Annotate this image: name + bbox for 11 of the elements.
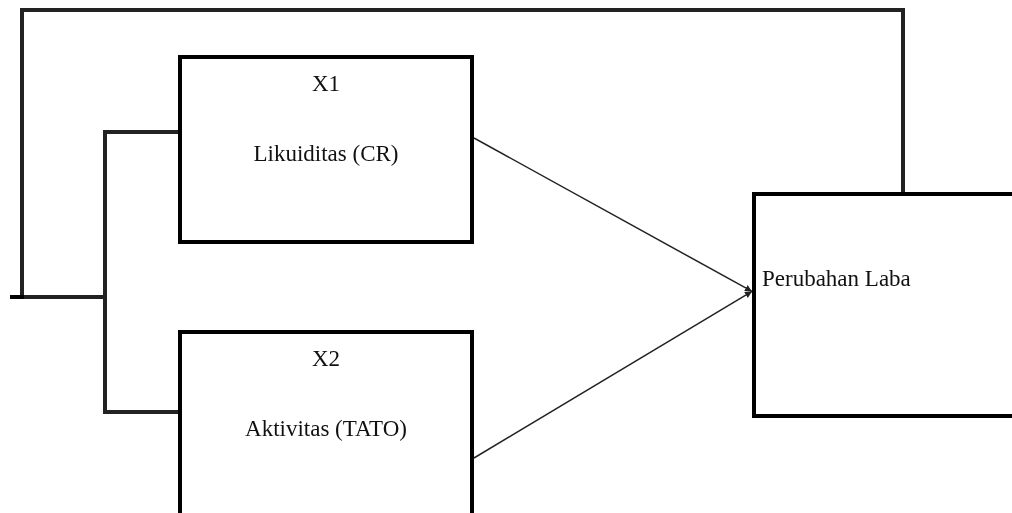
box-label: Likuiditas (CR) [253,141,399,167]
variable-label: X2 [311,346,341,372]
process-box [752,192,1012,418]
variable-label: X1 [311,71,341,97]
connector-line [20,8,905,414]
process-box [178,330,474,513]
box-label: Perubahan Laba [762,266,911,292]
arrow [473,290,753,459]
arrow [473,137,753,293]
process-box [178,55,474,244]
box-label: Aktivitas (TATO) [245,416,407,442]
